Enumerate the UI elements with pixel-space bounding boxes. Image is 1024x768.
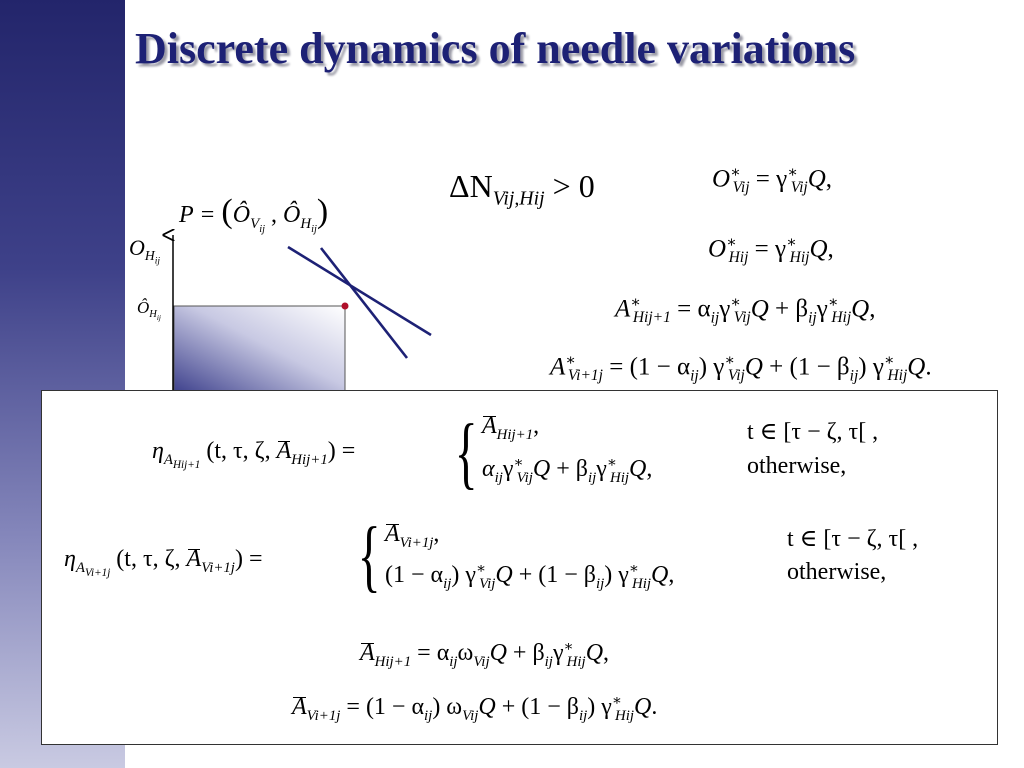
formula-a-v: A∗Vi+1j = (1 − αij) γ∗VijQ + (1 − βij) γ…	[550, 352, 932, 385]
feasible-region	[173, 305, 346, 396]
hat-o-label: ÔHij	[137, 298, 161, 323]
formula-o-v: O∗Vij = γ∗VijQ,	[712, 164, 832, 197]
diagram-svg	[125, 185, 432, 396]
point-p	[341, 302, 349, 310]
eta-h-case-2: αijγ∗VijQ + βijγ∗HijQ,	[482, 455, 653, 486]
eta-h-condition-1: t ∈ [τ − ζ, τ[ ,	[747, 419, 879, 445]
eta-v-case-1: AVi+1j,	[385, 521, 440, 551]
eta-v-condition-1: t ∈ [τ − ζ, τ[ ,	[787, 526, 919, 552]
equation-box: ηAHij+1 (t, τ, ζ, AHij+1) = { AHij+1, αi…	[41, 390, 998, 745]
a-bar-h-definition: AHij+1 = αijωVijQ + βijγ∗HijQ,	[360, 639, 610, 670]
delta-condition: ΔNVij,Hij > 0	[449, 168, 595, 210]
eta-h-case-1: AHij+1,	[482, 413, 540, 443]
formula-a-h: A∗Hij+1 = αijγ∗VijQ + βijγ∗HijQ,	[615, 294, 876, 327]
formula-o-h: O∗Hij = γ∗HijQ,	[708, 234, 834, 267]
point-definition: P = (ÔVij , ÔHij)	[179, 193, 329, 235]
eta-h-lhs: ηAHij+1 (t, τ, ζ, AHij+1) =	[152, 438, 356, 471]
eta-v-lhs: ηAVi+1j (t, τ, ζ, AVi+1j) =	[64, 546, 263, 579]
eta-h-condition-2: otherwise,	[747, 453, 847, 479]
slide-title: Discrete dynamics of needle variations	[135, 24, 856, 73]
line-2	[319, 247, 409, 359]
eta-v-case-2: (1 − αij) γ∗VijQ + (1 − βij) γ∗HijQ,	[385, 561, 675, 592]
left-brace-2: {	[357, 512, 381, 600]
y-axis-label: OHij	[129, 235, 161, 268]
line-1	[287, 245, 432, 337]
needle-diagram: OHij ÔHij P = (ÔVij , ÔHij)	[125, 185, 445, 396]
left-brace: {	[454, 409, 478, 497]
eta-v-condition-2: otherwise,	[787, 559, 887, 585]
a-bar-v-definition: AVi+1j = (1 − αij) ωVijQ + (1 − βij) γ∗H…	[292, 693, 658, 724]
